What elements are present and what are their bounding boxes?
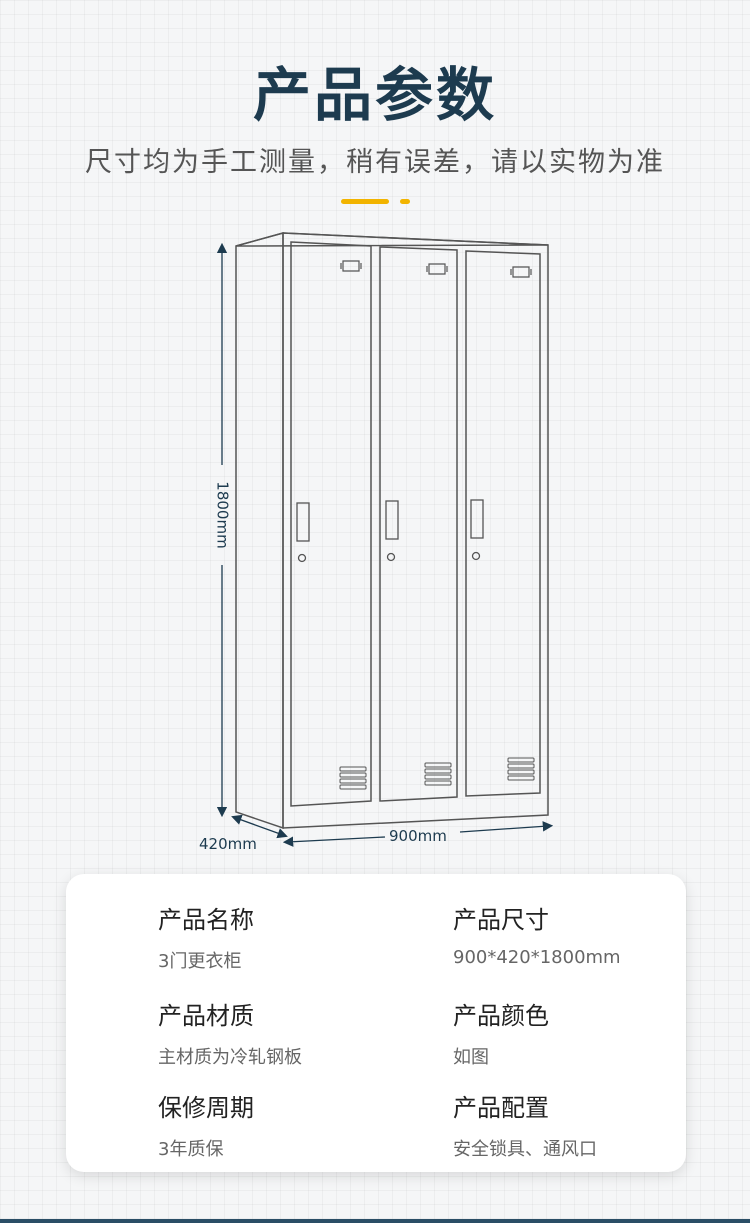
lock-icon xyxy=(297,553,307,563)
depth-label: 420mm xyxy=(199,835,257,853)
spec-label: 保修周期 xyxy=(158,1094,254,1122)
spec-label: 产品尺寸 xyxy=(453,906,549,934)
spec-name: 产品名称 3门更衣柜 xyxy=(158,900,254,973)
cabinet-door-3 xyxy=(465,250,541,797)
spec-material: 产品材质 主材质为冷轧钢板 xyxy=(158,996,302,1069)
door-handle-1 xyxy=(296,502,310,542)
nameplate-icon xyxy=(426,263,448,275)
spec-warranty: 保修周期 3年质保 xyxy=(158,1088,254,1161)
spec-label: 产品颜色 xyxy=(453,1002,549,1030)
door-handle-3 xyxy=(470,499,484,539)
spec-value: 主材质为冷轧钢板 xyxy=(158,1047,302,1068)
spec-label: 产品配置 xyxy=(453,1094,549,1122)
page-subtitle: 尺寸均为手工测量，稍有误差，请以实物为准 xyxy=(85,147,665,178)
bottom-bar xyxy=(0,1219,750,1223)
cabinet-front xyxy=(282,232,549,829)
width-label: 900mm xyxy=(389,827,447,845)
lock-icon xyxy=(386,552,396,562)
spec-color: 产品颜色 如图 xyxy=(453,996,549,1069)
spec-value: 如图 xyxy=(453,1047,489,1068)
spec-value: 3年质保 xyxy=(158,1139,224,1160)
cabinet-door-1 xyxy=(290,241,372,807)
cabinet-side-panel xyxy=(235,232,284,830)
spec-size: 产品尺寸 900*420*1800mm xyxy=(453,900,621,968)
nameplate-icon xyxy=(510,266,532,278)
spec-config: 产品配置 安全锁具、通风口 xyxy=(453,1088,597,1161)
spec-value: 3门更衣柜 xyxy=(158,951,242,972)
height-label: 1800mm xyxy=(214,481,232,548)
spec-value: 900*420*1800mm xyxy=(453,947,621,968)
accent-dot xyxy=(400,199,410,204)
lock-icon xyxy=(471,551,481,561)
cabinet-door-2 xyxy=(379,246,458,802)
cabinet-diagram: 1800mm 420mm 900mm xyxy=(199,232,554,853)
width-dimension-line xyxy=(282,836,386,847)
door-handle-2 xyxy=(385,500,399,540)
depth-dimension-line xyxy=(231,814,288,839)
nameplate-icon xyxy=(340,260,362,272)
page-title: 产品参数 xyxy=(252,61,497,129)
width-dimension-line xyxy=(459,821,554,833)
spec-card: 产品名称 3门更衣柜 产品尺寸 900*420*1800mm 产品材质 主材质为… xyxy=(66,874,686,1172)
spec-value: 安全锁具、通风口 xyxy=(453,1139,597,1160)
spec-label: 产品材质 xyxy=(158,1002,254,1030)
vent-icon xyxy=(339,757,535,790)
spec-label: 产品名称 xyxy=(158,906,254,934)
accent-bar xyxy=(341,199,389,204)
